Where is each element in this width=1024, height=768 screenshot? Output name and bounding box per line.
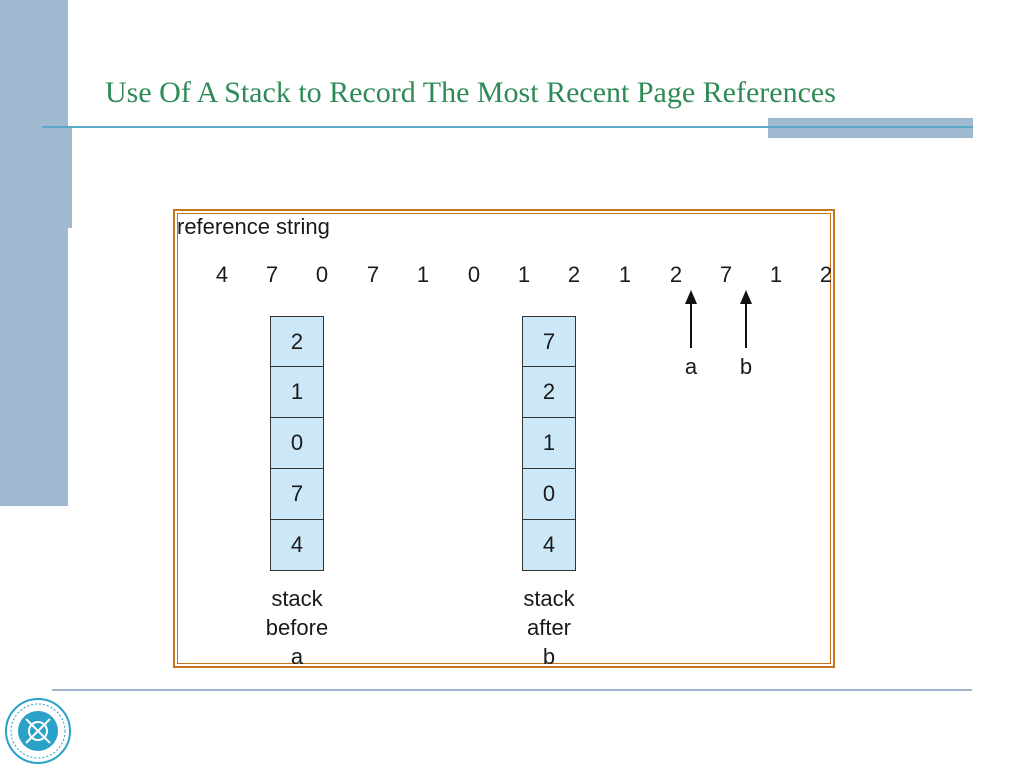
reference-item: 0 [315,262,329,287]
stack-cell: 4 [270,520,324,571]
caption-line: stack [271,586,323,611]
reference-item: 2 [819,262,833,287]
title-divider [42,126,972,128]
reference-item: 1 [769,262,783,287]
arrow-up-icon [740,290,752,348]
diagram-frame-inner [177,213,831,664]
footer-divider [52,689,972,691]
stack-cell: 7 [270,469,324,520]
stack-after-b: 7 2 1 0 4 [522,316,576,571]
stack-before-a-caption: stack before a [237,584,357,671]
reference-item: 2 [669,262,683,287]
reference-item: 1 [618,262,632,287]
reference-item: 1 [416,262,430,287]
stack-cell: 0 [522,469,576,520]
stack-cell: 0 [270,418,324,469]
university-seal-icon [5,698,71,764]
reference-string-label: reference string [177,214,330,239]
stack-cell: 4 [522,520,576,571]
reference-item: 4 [215,262,229,287]
reference-item: 0 [467,262,481,287]
arrow-up-icon [685,290,697,348]
marker-b-label: b [739,354,753,379]
caption-line: before [265,615,329,640]
stack-cell: 1 [270,367,324,418]
stack-cell: 2 [270,316,324,367]
stack-cell: 7 [522,316,576,367]
decorative-title-block [768,118,973,138]
caption-line: after [526,615,572,640]
stack-cell: 2 [522,367,576,418]
reference-item: 7 [719,262,733,287]
marker-a-label: a [684,354,698,379]
reference-item: 7 [366,262,380,287]
caption-line: a [290,644,304,669]
decorative-side-bar [0,0,68,506]
caption-line: b [542,644,556,669]
reference-item: 7 [265,262,279,287]
reference-item: 1 [517,262,531,287]
stack-cell: 1 [522,418,576,469]
slide-title: Use Of A Stack to Record The Most Recent… [105,76,836,109]
stack-after-b-caption: stack after b [489,584,609,671]
stack-before-a: 2 1 0 7 4 [270,316,324,571]
diagram-frame [173,209,835,668]
decorative-side-bar-edge [68,128,72,228]
title-divider-accent [768,126,973,128]
reference-item: 2 [567,262,581,287]
caption-line: stack [523,586,575,611]
